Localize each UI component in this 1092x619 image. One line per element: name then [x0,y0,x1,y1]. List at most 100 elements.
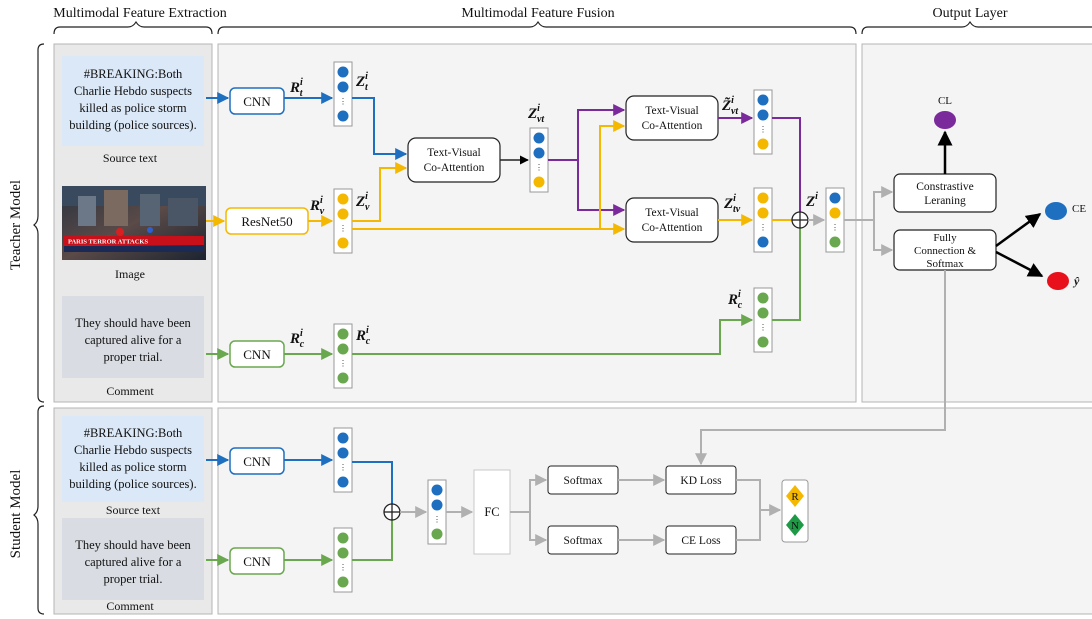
vector-z-vt: ⋮ [529,127,549,193]
news-image: PARIS TERROR ATTACKS [62,186,206,260]
student-model-label: Student Model [8,470,24,559]
kd-loss-label: KD Loss [680,475,722,487]
co-attention-2 [625,95,719,141]
teacher-bracket [33,43,45,403]
teacher-source-text-box [62,56,204,146]
contrastive-line2: Leraning [924,195,966,207]
svg-text:⋮: ⋮ [831,223,839,232]
ce-node [1045,202,1067,220]
student-comment-text: They should have been captured alive for… [75,538,191,586]
teacher-resnet-label: ResNet50 [241,214,292,229]
student-comment-vector: ⋮ [333,527,353,593]
cl-label: CL [938,95,952,107]
svg-text:⋮: ⋮ [759,125,767,134]
concat-symbol-teacher [791,211,809,229]
line-student-text-to-concat [352,461,393,504]
teacher-output-panel [861,43,1092,403]
teacher-model-label: Teacher Model [8,180,24,270]
svg-text:#BREAKING:Both: #BREAKING:Both [84,426,183,440]
arrow-fc-to-ce [995,212,1042,248]
cl-node [934,111,956,129]
vector-z-tv: ⋮ [753,187,773,253]
svg-text:captured alive for a: captured alive for a [85,555,182,569]
co-attention-2-line2: Co-Attention [642,120,703,132]
student-main-panel [217,407,1092,615]
y-hat-label: ŷ [1072,274,1080,288]
svg-text:killed as police storm: killed as police storm [79,101,187,115]
arrow-zv-to-coatt1 [352,162,408,222]
non-rumor-label: N [791,520,799,532]
co-attention-1-line1: Text-Visual [427,147,480,159]
svg-text:building (police sources).: building (police sources). [69,477,196,491]
line-student-comment-to-concat [352,520,393,561]
student-source-text-box [62,416,204,502]
arrow-z-to-fc-softmax [873,220,894,256]
arrow-z-to-contrastive [844,186,894,221]
header-output: Output Layer [932,6,1007,21]
student-comment-cnn-label: CNN [243,554,271,569]
arrow-rv-to-coatt2 [352,120,626,230]
svg-text:killed as police storm: killed as police storm [79,460,187,474]
header-extraction: Multimodal Feature Extraction [53,6,226,21]
fc-softmax-line3: Softmax [926,258,964,270]
vector-r-v: ⋮ [333,188,353,254]
co-attention-2-line1: Text-Visual [645,105,698,117]
teacher-comment-box [62,296,204,378]
vector-r-c-right: ⋮ [753,287,773,353]
svg-text:building (police sources).: building (police sources). [69,118,196,132]
svg-text:proper trial.: proper trial. [103,572,162,586]
image-caption: Image [115,267,145,281]
svg-text:⋮: ⋮ [339,563,347,572]
header-bracket-fusion [217,20,857,35]
y-hat-node [1047,272,1069,290]
student-text-cnn-label: CNN [243,454,271,469]
co-attention-3-line2: Co-Attention [642,222,703,234]
concat-symbol-student [383,503,401,521]
fc-softmax-line1: Fully [933,232,957,244]
svg-text:⋮: ⋮ [339,224,347,233]
vector-z-vt-tilde: ⋮ [753,89,773,155]
arrow-fc-to-yhat [995,250,1044,278]
student-comment-box [62,518,204,600]
svg-text:⋮: ⋮ [759,223,767,232]
rumor-diamond [786,485,804,507]
co-attention-3-line1: Text-Visual [645,207,698,219]
svg-text:They should have been: They should have been [75,316,191,330]
arrow-zvt-to-coatt2 [548,104,626,161]
svg-text:They should have been: They should have been [75,538,191,552]
svg-text:proper trial.: proper trial. [103,350,162,364]
svg-text:⋮: ⋮ [433,515,441,524]
svg-text:Charlie Hebdo suspects: Charlie Hebdo suspects [74,443,192,457]
vector-z: ⋮ [825,187,845,253]
co-attention-3 [625,197,719,243]
vector-r-t: ⋮ [333,61,353,127]
teacher-comment-text: They should have been captured alive for… [75,316,191,364]
rumor-label: R [791,491,799,503]
co-attention-1 [407,137,501,183]
ce-loss-label: CE Loss [681,535,721,547]
line-ce-to-output [736,510,761,541]
svg-text:⋮: ⋮ [759,323,767,332]
ce-label: CE [1072,203,1086,215]
student-source-caption: Source text [106,503,161,517]
svg-text:captured alive for a: captured alive for a [85,333,182,347]
teacher-comment-caption: Comment [106,384,154,398]
teacher-text-cnn [229,87,285,115]
svg-text:⋮: ⋮ [339,359,347,368]
fc-softmax-line2: Connection & [914,245,976,257]
line-zvt-tilde-to-concat [772,117,801,212]
arrow-kd-to-output [736,479,782,516]
softmax-bottom-label: Softmax [564,535,603,547]
student-fc-label: FC [484,505,499,519]
vector-r-c: ⋮ [333,323,353,389]
header-bracket-extraction [53,20,213,35]
